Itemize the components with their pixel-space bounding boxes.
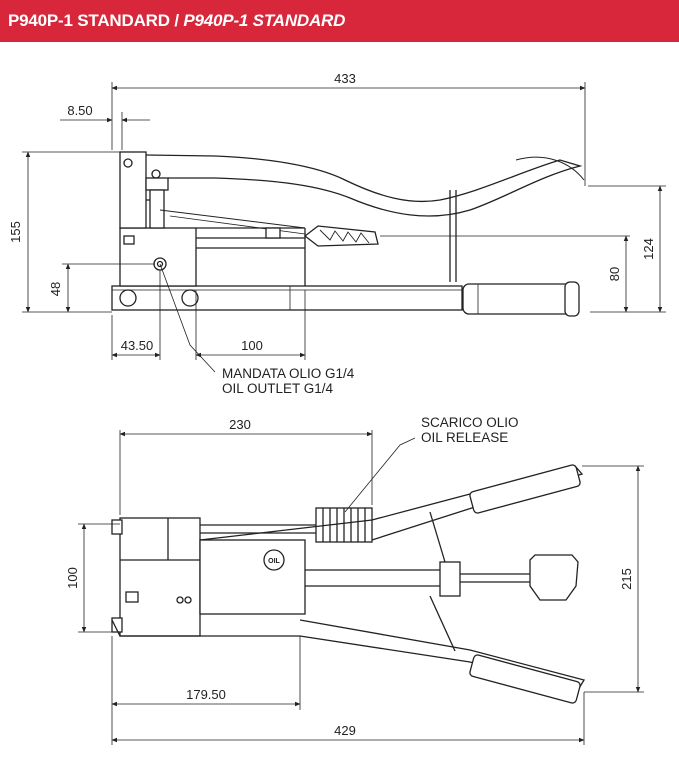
top-dimension-text: 230 100 215 179.50 429 SCARICO OLIO OIL … — [65, 415, 634, 738]
dim-230: 230 — [229, 417, 251, 432]
oil-cap-badge: OIL — [268, 558, 280, 565]
base-hole-left — [119, 289, 137, 307]
title-italic: P940P-1 STANDARD — [183, 11, 346, 30]
dim-8-50: 8.50 — [67, 103, 92, 118]
dim-433: 433 — [334, 71, 356, 86]
label-release-en: OIL RELEASE — [421, 430, 508, 445]
base-grip — [462, 283, 574, 315]
dim-124: 124 — [641, 238, 656, 260]
label-outlet-en: OIL OUTLET G1/4 — [222, 381, 334, 396]
side-view — [111, 151, 585, 317]
dim-100-top: 100 — [65, 567, 80, 589]
top-pump-block — [119, 517, 201, 637]
base-hole-right — [181, 289, 199, 307]
pump-body — [119, 227, 197, 287]
top-dimensions — [78, 430, 644, 745]
page-title: P940P-1 STANDARD / P940P-1 STANDARD — [0, 0, 679, 42]
top-reservoir — [199, 539, 306, 615]
title-separator: / — [174, 11, 179, 30]
spade-grip — [529, 554, 579, 601]
top-view — [111, 464, 586, 704]
side-dimensions — [22, 82, 666, 373]
side-dimension-text: 433 8.50 155 48 43.50 100 80 124 MANDATA… — [8, 71, 656, 396]
lever-handle — [145, 154, 583, 217]
dim-155: 155 — [8, 221, 23, 243]
dim-429: 429 — [334, 723, 356, 738]
title-main: P940P-1 STANDARD — [8, 11, 170, 30]
dim-179-50: 179.50 — [186, 687, 226, 702]
pedal — [303, 225, 379, 247]
dim-80: 80 — [607, 267, 622, 281]
dim-43-50: 43.50 — [121, 338, 154, 353]
dim-215: 215 — [619, 568, 634, 590]
label-release-it: SCARICO OLIO — [421, 415, 519, 430]
label-outlet-it: MANDATA OLIO G1/4 — [222, 366, 355, 381]
dim-48: 48 — [48, 282, 63, 296]
oil-cap — [263, 549, 285, 571]
dim-100-side: 100 — [241, 338, 263, 353]
